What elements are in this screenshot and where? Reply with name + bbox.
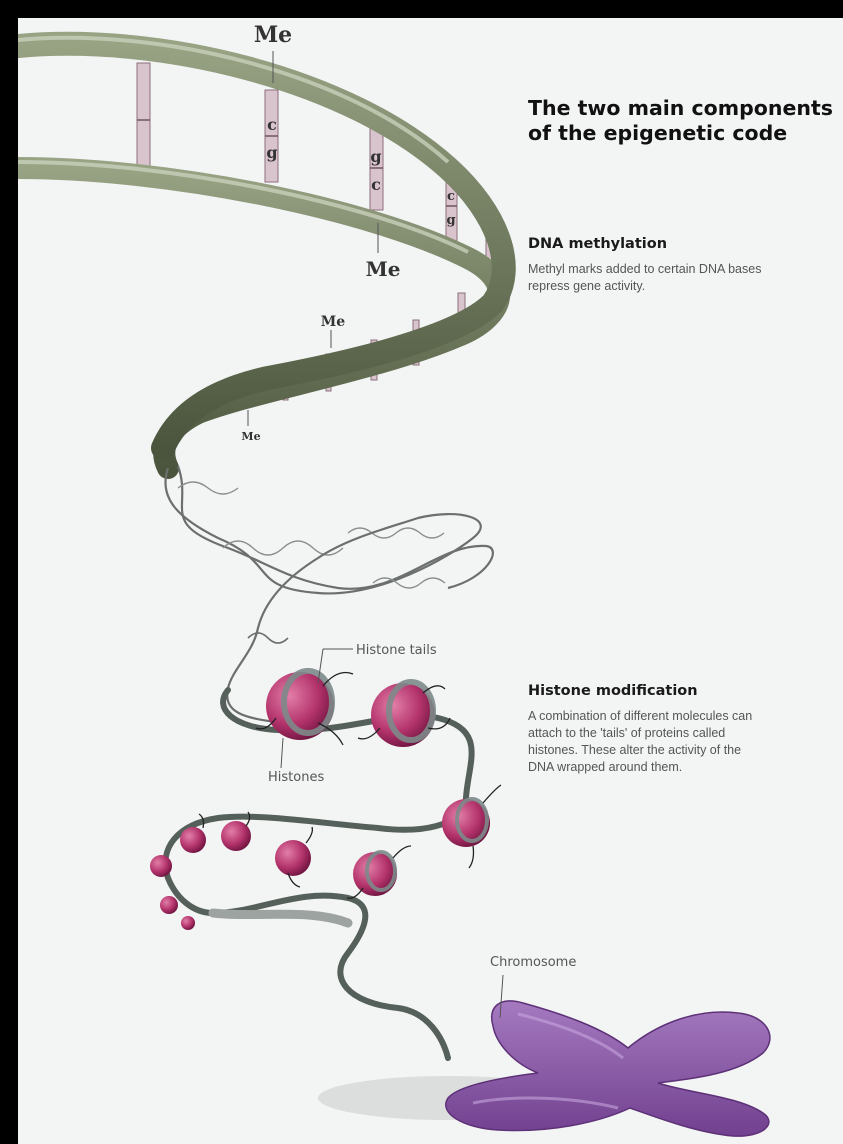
diagram-panel: Me Me Me Me c g g c c g xyxy=(18,18,843,1144)
diagram-title: The two main components of the epigeneti… xyxy=(528,96,843,146)
base-letter-g: g xyxy=(370,147,381,166)
histones-label: Histones xyxy=(268,770,324,785)
base-letter-c: c xyxy=(371,175,381,194)
chromosome-label: Chromosome xyxy=(490,955,576,970)
base-letter-g: g xyxy=(266,143,277,162)
histone-tails-label: Histone tails xyxy=(356,643,437,658)
histone xyxy=(275,840,311,876)
histone-modification-description: A combination of different molecules can… xyxy=(528,708,758,776)
base-letter-g: g xyxy=(446,213,455,228)
dna-methylation-description: Methyl marks added to certain DNA bases … xyxy=(528,261,803,295)
methyl-mark-label-tiny: Me xyxy=(241,430,260,443)
histone xyxy=(181,916,195,930)
histone xyxy=(150,855,172,877)
methyl-mark-label-middle: Me xyxy=(366,257,401,281)
methyl-mark-label-top: Me xyxy=(254,22,292,48)
methyl-mark-label-small: Me xyxy=(321,314,345,330)
histone xyxy=(160,896,178,914)
histones xyxy=(150,671,490,930)
histone xyxy=(180,827,206,853)
histone xyxy=(442,799,490,847)
histone-modification-heading: Histone modification xyxy=(528,683,828,699)
histone xyxy=(266,671,334,740)
chromatin-thread xyxy=(165,690,471,1058)
dna-ladder: Me Me Me Me c g g c c g xyxy=(18,22,504,468)
histone-tails xyxy=(199,673,501,899)
dna-backbone-lower xyxy=(18,168,499,468)
chromosome xyxy=(318,1001,770,1136)
histone xyxy=(353,852,397,896)
epigenetics-illustration: Me Me Me Me c g g c c g xyxy=(18,18,843,1144)
base-letter-c: c xyxy=(447,189,455,204)
dna-methylation-heading: DNA methylation xyxy=(528,236,828,252)
base-letter-c: c xyxy=(267,115,277,134)
